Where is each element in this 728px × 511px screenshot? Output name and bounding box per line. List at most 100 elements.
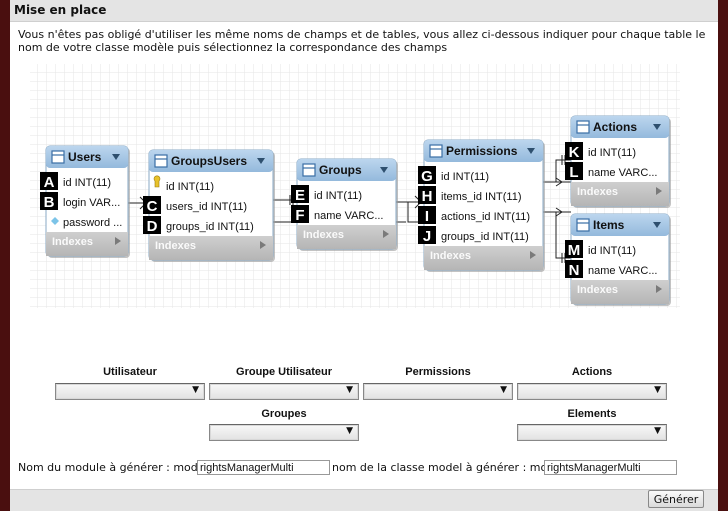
- generate-button[interactable]: Générer: [648, 490, 704, 508]
- marker-label: G: [421, 168, 433, 185]
- chevron-down-icon: ▼: [500, 385, 507, 395]
- marker-label: L: [569, 164, 578, 181]
- field-name: id INT(11): [314, 190, 362, 202]
- field-name: groups_id INT(11): [166, 221, 254, 233]
- key-icon: [153, 175, 161, 188]
- expand-icon[interactable]: [530, 251, 536, 259]
- chevron-down-icon[interactable]: [257, 158, 265, 164]
- expand-icon[interactable]: [260, 241, 266, 249]
- expand-icon[interactable]: [656, 285, 662, 293]
- table-icon: [576, 120, 590, 134]
- field-row: id INT(11): [153, 175, 214, 193]
- select-elements[interactable]: ▼: [517, 424, 667, 441]
- field-icon: [51, 217, 59, 225]
- module-name-input[interactable]: rightsManagerMulti: [197, 460, 330, 475]
- expand-icon[interactable]: [383, 230, 389, 238]
- page-title: Mise en place: [14, 3, 107, 17]
- indexes-label: Indexes: [577, 284, 618, 296]
- chevron-down-icon: ▼: [192, 385, 199, 395]
- label-groupe-utilisateur: Groupe Utilisateur: [236, 366, 332, 378]
- select-permissions[interactable]: ▼: [363, 383, 513, 400]
- select-groupes[interactable]: ▼: [209, 424, 359, 441]
- chevron-down-icon[interactable]: [112, 154, 120, 160]
- field-row: password ...: [51, 217, 122, 229]
- chevron-down-icon: ▼: [346, 385, 353, 395]
- expand-icon[interactable]: [115, 237, 121, 245]
- indexes-label: Indexes: [430, 250, 471, 262]
- table-name: Users: [68, 150, 102, 164]
- indexes-label: Indexes: [155, 240, 196, 252]
- marker-label: B: [44, 194, 55, 211]
- field-name: name VARC...: [314, 210, 384, 222]
- chevron-down-icon: ▼: [346, 426, 353, 436]
- select-groupe-utilisateur[interactable]: ▼: [209, 383, 359, 400]
- marker-label: N: [569, 262, 580, 279]
- chevron-down-icon[interactable]: [527, 148, 535, 154]
- marker-label: D: [147, 218, 158, 235]
- field-name: id INT(11): [166, 181, 214, 193]
- label-elements: Elements: [567, 408, 617, 420]
- expand-icon[interactable]: [656, 187, 662, 195]
- label-permissions: Permissions: [405, 366, 471, 378]
- field-name: password ...: [63, 217, 122, 229]
- chevron-down-icon[interactable]: [653, 222, 661, 228]
- field-name: items_id INT(11): [441, 191, 521, 203]
- select-utilisateur[interactable]: ▼: [55, 383, 205, 400]
- field-name: users_id INT(11): [166, 201, 247, 213]
- chevron-down-icon[interactable]: [653, 124, 661, 130]
- field-name: name VARC...: [588, 265, 658, 277]
- table-icon: [51, 150, 65, 164]
- field-name: actions_id INT(11): [441, 211, 530, 223]
- bottom-bar: [10, 489, 718, 511]
- model-name-input[interactable]: rightsManagerMulti: [544, 460, 677, 475]
- table-name: Actions: [593, 120, 637, 134]
- model-label: nom de la classe model à générer : model…: [332, 461, 570, 474]
- marker-label: C: [147, 198, 158, 215]
- marker-label: J: [423, 228, 431, 245]
- table-name: Groups: [319, 163, 362, 177]
- module-label: Nom du module à générer : module_: [18, 461, 221, 474]
- indexes-label: Indexes: [303, 229, 344, 241]
- label-utilisateur: Utilisateur: [103, 366, 157, 378]
- label-groupes: Groupes: [261, 408, 307, 420]
- field-name: id INT(11): [588, 245, 636, 257]
- chevron-down-icon[interactable]: [380, 167, 388, 173]
- chevron-down-icon: ▼: [654, 426, 661, 436]
- label-actions: Actions: [571, 366, 613, 378]
- field-name: login VAR...: [63, 197, 120, 209]
- marker-label: E: [295, 187, 305, 204]
- table-name: Permissions: [446, 144, 518, 158]
- table-icon: [429, 144, 443, 158]
- marker-label: K: [569, 144, 580, 161]
- field-name: groups_id INT(11): [441, 231, 529, 243]
- marker-label: I: [425, 208, 429, 225]
- table-icon: [302, 163, 316, 177]
- field-name: id INT(11): [588, 147, 636, 159]
- intro-text: Vous n'êtes pas obligé d'utiliser les mê…: [18, 28, 706, 54]
- chevron-down-icon: ▼: [654, 385, 661, 395]
- field-name: id INT(11): [63, 177, 111, 189]
- title-bar: Mise en place: [10, 0, 718, 22]
- field-name: name VARC...: [588, 167, 658, 179]
- marker-label: A: [44, 174, 55, 191]
- marker-label: H: [422, 188, 433, 205]
- select-actions[interactable]: ▼: [517, 383, 667, 400]
